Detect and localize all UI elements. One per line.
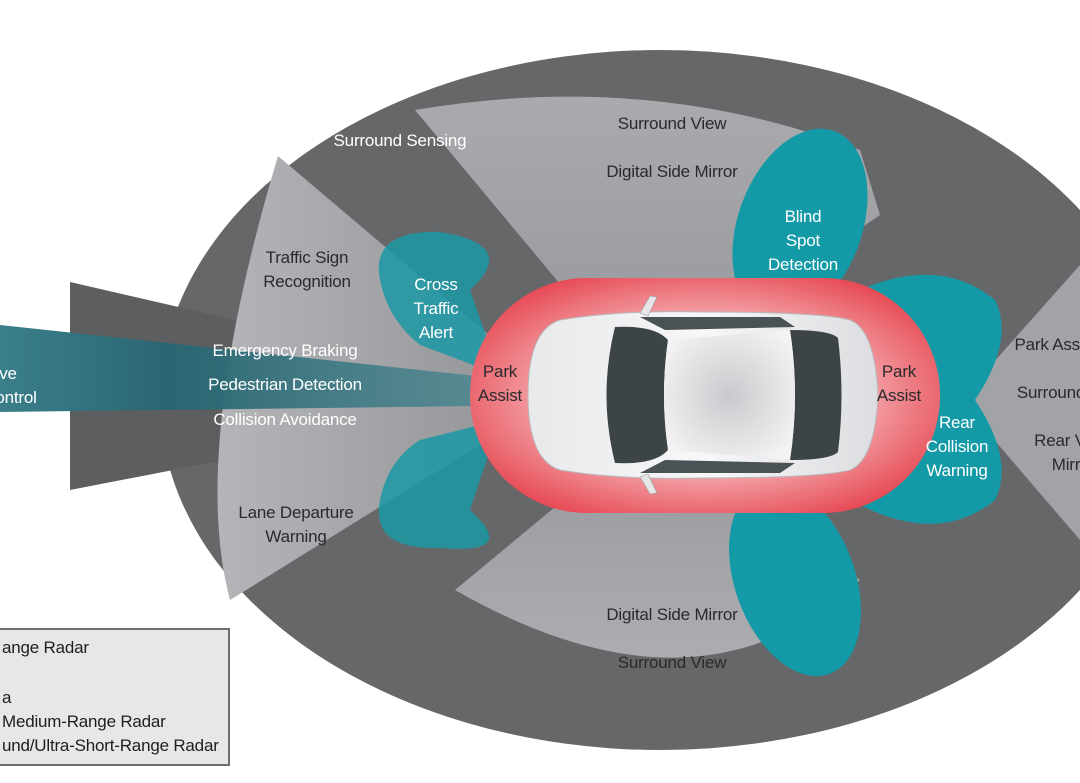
label-traffic-sign-line1: Traffic Sign (266, 248, 349, 267)
label-front-park-assist-line1: Park (483, 362, 518, 381)
cross-traffic-alert-front-right-lobe (378, 420, 500, 549)
label-top-surround-view: Surround View (618, 114, 728, 133)
car-mirror-left (639, 295, 658, 317)
label-blind-spot-line1: Blind (785, 207, 822, 226)
legend-item-ultrasound-radar: und/Ultra-Short-Range Radar (2, 736, 219, 755)
legend-item-long-range-radar: ange Radar (2, 638, 89, 657)
label-right-rear-view-line2: Mirr (1052, 455, 1080, 474)
label-lane-departure-line2: Warning (265, 527, 326, 546)
label-rear-collision-line3: Warning (926, 461, 987, 480)
cross-traffic-alert-front-left-lobe (378, 231, 500, 375)
label-bottom-digital-side-mirror: Digital Side Mirror (606, 605, 738, 624)
car-mirror-right (639, 473, 658, 495)
label-emergency-braking: Emergency Braking (213, 341, 358, 360)
label-rear-park-assist-line2: Assist (877, 386, 922, 405)
label-right-rear-view-line1: Rear V (1034, 431, 1080, 450)
label-rear-collision-line1: Rear (939, 413, 976, 432)
car-top-view (527, 295, 879, 495)
label-front-park-assist-line2: Assist (478, 386, 523, 405)
rear-camera-zone (960, 265, 1080, 540)
label-bottom-surround-view: Surround View (618, 653, 728, 672)
label-cross-traffic-line1: Cross (414, 275, 457, 294)
label-cross-traffic-line2: Traffic (414, 299, 460, 318)
label-right-park-assist: Park Assi (1014, 335, 1080, 354)
label-lane-departure-line1: Lane Departure (238, 503, 353, 522)
label-top-digital-side-mirror: Digital Side Mirror (606, 162, 738, 181)
car-side-windows-bottom (640, 460, 795, 473)
car-windshield (606, 326, 668, 464)
label-right-surround: Surround (1017, 383, 1080, 402)
legend-box: ange Radar a Medium-Range Radar und/Ultr… (0, 628, 230, 766)
long-range-radar-beam (0, 325, 560, 412)
car-side-windows-top (640, 317, 795, 330)
car-rear-window (790, 330, 842, 460)
label-blind-spot-line2: Spot (786, 231, 821, 250)
label-blind-spot-line3: Detection (768, 255, 838, 274)
label-collision-avoidance: Collision Avoidance (213, 410, 356, 429)
blind-spot-detection-bottom-lobe (729, 483, 861, 677)
label-cross-traffic-line3: Alert (419, 323, 453, 342)
label-adaptive-cruise-line2: ontrol (0, 388, 37, 407)
legend-item-camera: a (2, 688, 12, 707)
car-roof (664, 330, 795, 460)
label-rear-park-assist-line1: Park (882, 362, 917, 381)
label-traffic-sign-line2: Recognition (263, 272, 351, 291)
label-adaptive-cruise-line1: ve (0, 364, 17, 383)
legend-item-medium-range-radar: Medium-Range Radar (2, 712, 166, 731)
label-pedestrian-detection: Pedestrian Detection (208, 375, 362, 394)
blind-spot-detection-top-lobe (732, 128, 868, 322)
label-rear-collision-line2: Collision (926, 437, 988, 456)
label-surround-sensing: Surround Sensing (334, 131, 467, 150)
